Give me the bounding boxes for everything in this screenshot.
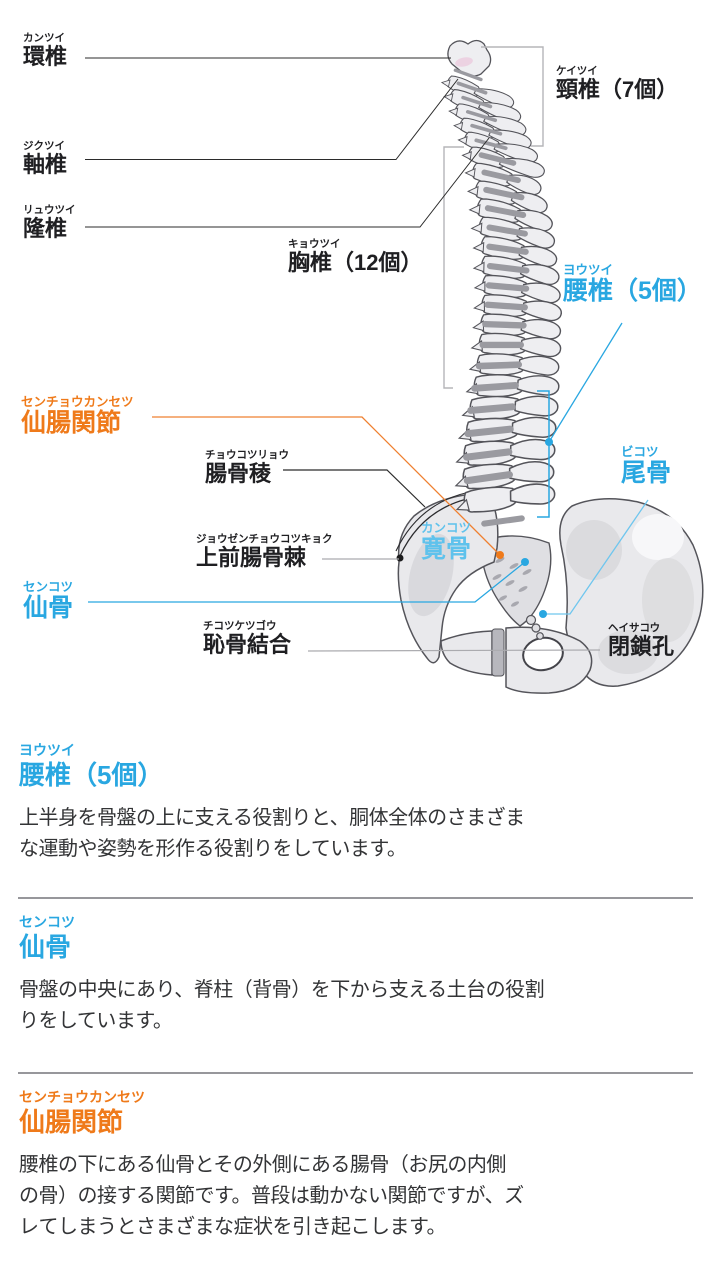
label-lumbar: ヨウツイ 腰椎（5個） xyxy=(563,264,702,304)
label-pubic-symphysis-kanji: 恥骨結合 xyxy=(203,631,292,657)
section-divider xyxy=(18,1072,693,1074)
sacroiliac-point-dot xyxy=(496,551,504,559)
spine-pelvis-diagram: カンツイ 環椎 ジクツイ 軸椎 リュウツイ 隆椎 ケイツイ 頸椎（7個） キョウ… xyxy=(21,33,704,694)
region-brackets xyxy=(443,46,544,389)
label-pubic-symphysis-kana: チコツケツゴウ xyxy=(203,620,277,632)
prominens-leader xyxy=(85,137,490,228)
blue-leader-lines xyxy=(88,322,623,603)
label-thoracic-kanji: 胸椎（12個） xyxy=(288,249,423,275)
label-lumbar-kanji: 腰椎（5個） xyxy=(563,276,702,305)
label-sacroiliac-kanji: 仙腸関節 xyxy=(21,408,122,437)
label-cervical-kanji: 頸椎（7個） xyxy=(556,76,679,102)
label-atlas-kana: カンツイ xyxy=(23,32,65,44)
label-asis-kanji: 上前腸骨棘 xyxy=(196,544,307,570)
label-asis-kana: ジョウゼンチョウコツキョク xyxy=(196,533,333,545)
label-asis: ジョウゼンチョウコツキョク 上前腸骨棘 xyxy=(196,534,333,569)
label-thoracic-kana: キョウツイ xyxy=(288,238,341,250)
label-cervical: ケイツイ 頸椎（7個） xyxy=(556,66,678,101)
spinal-column xyxy=(440,39,565,527)
label-lumbar-kana: ヨウツイ xyxy=(563,263,614,277)
label-sacrum-kanji: 仙骨 xyxy=(23,593,74,622)
black-leader-lines xyxy=(85,57,490,508)
spine-pelvis-illustration xyxy=(85,39,704,694)
label-cervical-kana: ケイツイ xyxy=(556,65,598,77)
pubic-bones xyxy=(440,626,593,694)
axis-leader xyxy=(85,78,459,160)
label-coccyx-kanji: 尾骨 xyxy=(621,458,672,487)
sacrum-point-dot xyxy=(521,558,529,566)
label-prominens: リュウツイ 隆椎 xyxy=(23,205,76,240)
sacroiliac-leader xyxy=(152,416,501,556)
label-axis-kana: ジクツイ xyxy=(23,140,65,152)
lumbosacral-disc xyxy=(481,515,525,527)
label-hip-bone: カンコツ 寛骨 xyxy=(421,522,471,562)
label-iliac-crest-kanji: 腸骨稜 xyxy=(205,460,272,486)
gray-leader-lines xyxy=(307,558,601,652)
section-sacrum-title: 仙骨 xyxy=(19,932,72,963)
label-sacrum-kana: センコツ xyxy=(23,580,74,594)
sacral-foramina xyxy=(492,557,532,607)
label-sacroiliac-kana: センチョウカンセツ xyxy=(21,395,134,409)
section-lumbar-title: 腰椎（5個） xyxy=(19,760,164,791)
asis-marker-dot xyxy=(396,554,404,562)
section-sacroiliac: センチョウカンセツ 仙腸関節 腰椎の下にある仙骨とその外側にある腸骨（お尻の内側… xyxy=(19,1089,695,1243)
section-sacroiliac-kana: センチョウカンセツ xyxy=(19,1089,145,1105)
lumbar-leader xyxy=(548,322,623,443)
label-coccyx-kana: ビコツ xyxy=(621,445,659,459)
label-sacrum: センコツ 仙骨 xyxy=(23,581,73,621)
section-divider xyxy=(18,897,693,899)
label-prominens-kana: リュウツイ xyxy=(23,204,76,216)
label-hip-bone-kana: カンコツ xyxy=(421,521,472,535)
label-axis: ジクツイ 軸椎 xyxy=(23,141,67,176)
label-hip-bone-kanji: 寛骨 xyxy=(421,534,472,563)
section-sacrum: センコツ 仙骨 骨盤の中央にあり、脊柱（背骨）を下から支える土台の役割 りをして… xyxy=(19,914,695,1037)
section-sacrum-body: 骨盤の中央にあり、脊柱（背骨）を下から支える土台の役割 りをしています。 xyxy=(19,979,545,1033)
section-lumbar-kana: ヨウツイ xyxy=(19,742,75,758)
sacrum-leader xyxy=(88,561,526,603)
label-coccyx: ビコツ 尾骨 xyxy=(621,446,671,486)
cervical-bracket xyxy=(481,46,544,147)
label-atlas-kanji: 環椎 xyxy=(23,43,68,69)
coccyx-leader xyxy=(546,499,649,615)
label-prominens-kanji: 隆椎 xyxy=(23,215,68,241)
label-iliac-crest-kana: チョウコツリョウ xyxy=(205,449,289,461)
label-atlas: カンツイ 環椎 xyxy=(23,33,67,68)
section-lumbar: ヨウツイ 腰椎（5個） 上半身を骨盤の上に支える役割りと、胴体全体のさまざま な… xyxy=(19,742,695,865)
section-sacroiliac-body: 腰椎の下にある仙骨とその外側にある腸骨（お尻の内側 の骨）の接する関節です。普段… xyxy=(19,1154,524,1239)
label-pubic-symphysis: チコツケツゴウ 恥骨結合 xyxy=(203,621,291,656)
pubic-obturator-leader xyxy=(307,649,601,652)
label-iliac-crest: チョウコツリョウ 腸骨稜 xyxy=(205,450,289,485)
label-obturator-foramen-kanji: 閉鎖孔 xyxy=(608,633,675,659)
pubic-symphysis-band xyxy=(491,628,505,677)
coccyx-point-dot xyxy=(539,610,547,618)
lumbar-point-dot xyxy=(545,438,553,446)
section-sacroiliac-title: 仙腸関節 xyxy=(19,1107,124,1138)
thoracic-bracket xyxy=(443,146,464,389)
left-ilium-bone xyxy=(397,492,499,664)
label-obturator-foramen-kana: ヘイサコウ xyxy=(608,622,661,634)
atlas-pink-shade xyxy=(455,57,473,67)
section-lumbar-body: 上半身を骨盤の上に支える役割りと、胴体全体のさまざま な運動や姿勢を形作る役割り… xyxy=(19,807,525,861)
right-ilium-bone xyxy=(559,498,704,687)
label-thoracic: キョウツイ 胸椎（12個） xyxy=(288,239,422,274)
lumbar-bracket xyxy=(537,390,550,518)
coccyx-bone xyxy=(525,614,544,640)
label-axis-kanji: 軸椎 xyxy=(23,151,68,177)
label-obturator-foramen: ヘイサコウ 閉鎖孔 xyxy=(608,623,674,658)
label-sacroiliac: センチョウカンセツ 仙腸関節 xyxy=(21,396,134,436)
iliac-crest-leader xyxy=(283,469,426,508)
section-sacrum-kana: センコツ xyxy=(19,914,75,930)
